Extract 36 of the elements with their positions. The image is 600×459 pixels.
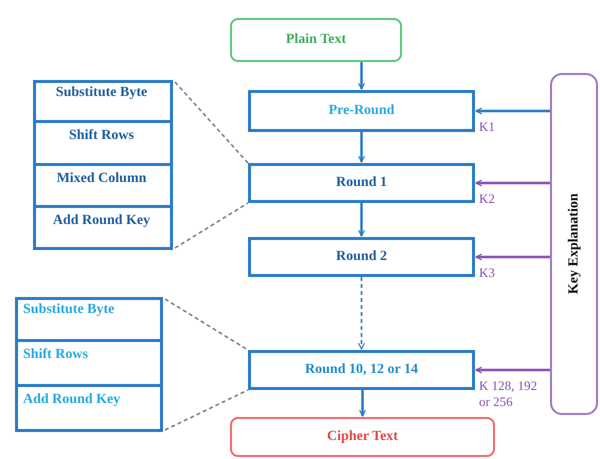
end-box bbox=[230, 417, 495, 457]
arrow bbox=[358, 203, 365, 237]
arrow bbox=[359, 390, 366, 417]
vertical-label: Key Explanation bbox=[565, 194, 582, 294]
connector-line bbox=[174, 81, 249, 164]
node-label: Add Round Key bbox=[52, 212, 150, 230]
process-box bbox=[248, 237, 475, 277]
arrow bbox=[475, 180, 550, 186]
arrow bbox=[358, 62, 365, 90]
node-label: Cipher Text bbox=[327, 428, 398, 446]
node-label: Substitute Byte bbox=[23, 301, 114, 319]
key-panel bbox=[550, 73, 598, 415]
node-label: Round 10, 12 or 14 bbox=[305, 361, 418, 379]
process-box bbox=[248, 90, 475, 132]
step-table bbox=[33, 80, 173, 250]
node-label: Round 2 bbox=[336, 248, 387, 266]
node-label: Plain Text bbox=[286, 31, 346, 49]
arrow bbox=[475, 108, 550, 114]
connector-line bbox=[164, 389, 248, 431]
connector-line bbox=[174, 202, 248, 249]
process-box bbox=[248, 350, 475, 390]
arrow bbox=[475, 366, 550, 374]
node-label: Add Round Key bbox=[23, 391, 120, 409]
process-box bbox=[248, 163, 475, 203]
connector-line bbox=[164, 298, 248, 351]
node-label: Mixed Column bbox=[56, 170, 146, 188]
arrow bbox=[358, 277, 365, 350]
start-box bbox=[230, 18, 402, 62]
step-table bbox=[15, 297, 163, 432]
node-label: Shift Rows bbox=[69, 127, 134, 145]
node-label: Substitute Byte bbox=[56, 84, 148, 102]
arrow bbox=[358, 132, 365, 163]
arrow bbox=[475, 254, 550, 260]
node-label: Round 1 bbox=[336, 174, 387, 192]
node-label: Pre-Round bbox=[328, 102, 394, 120]
node-label: Shift Rows bbox=[23, 346, 88, 364]
